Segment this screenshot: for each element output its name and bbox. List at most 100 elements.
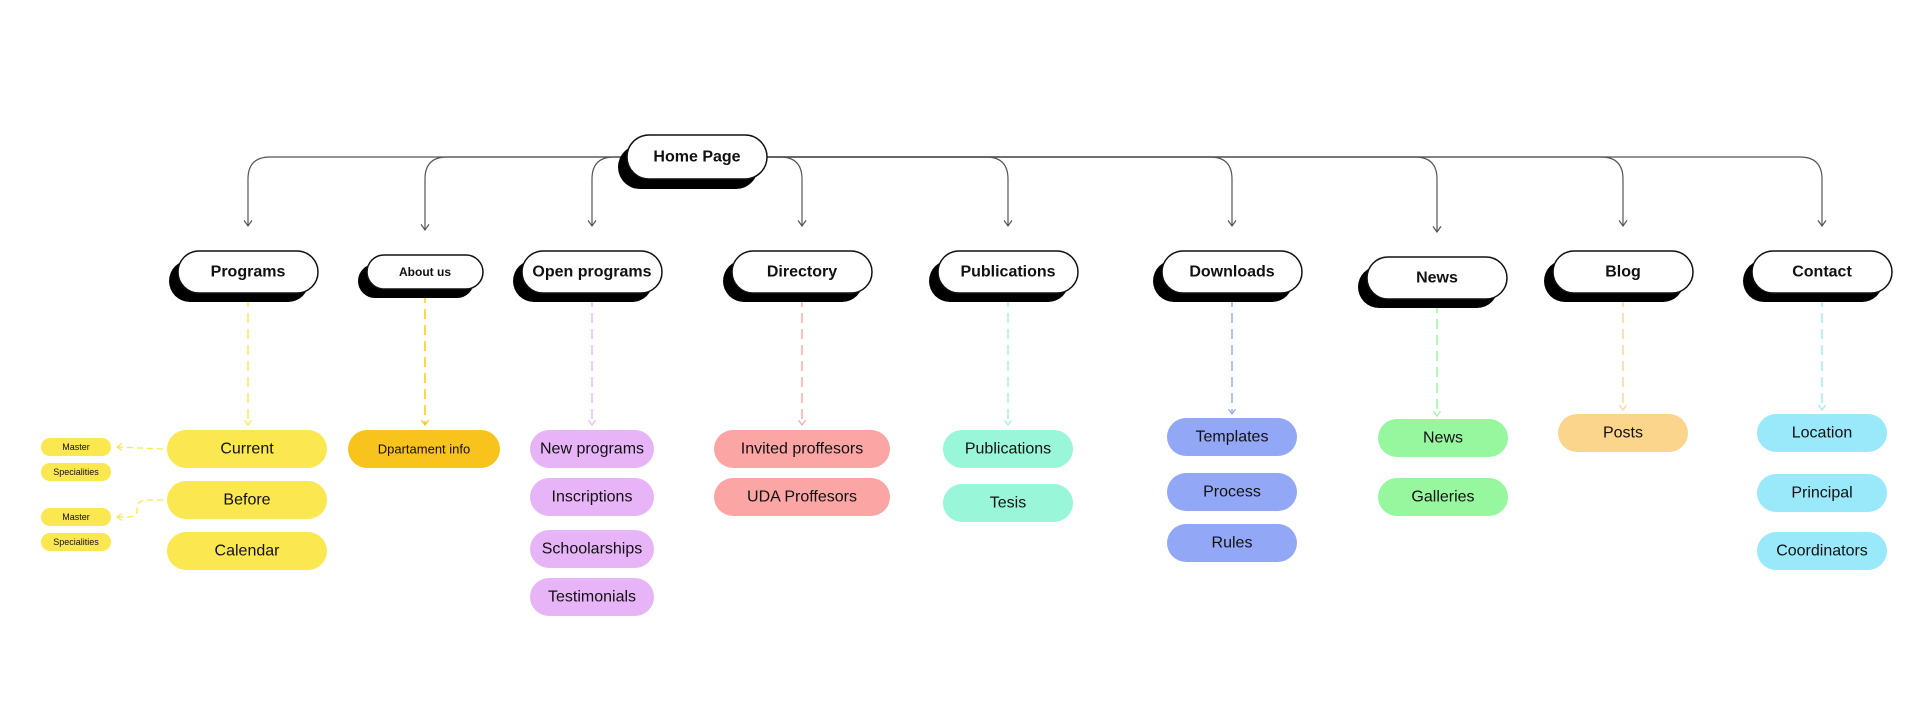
home-page-node[interactable]: Home Page [618,134,768,189]
leaf-label: Principal [1791,485,1852,502]
arrowhead [1003,220,1013,228]
section-node-contact[interactable]: Contact [1743,250,1893,302]
leaf-pill [1378,478,1508,516]
section-node-publications[interactable]: Publications [929,250,1079,302]
leaf-news-1[interactable]: Galleries [1378,478,1508,516]
leaf-label: Current [220,441,274,458]
leaf-pill [943,484,1073,522]
arrowhead [244,419,252,427]
leaf-label: Calendar [215,543,281,560]
section-label-downloads: Downloads [1189,264,1274,281]
leaf-label: UDA Proffesors [747,489,857,506]
leaf-pill [530,530,654,568]
leaf-pill [943,430,1073,468]
leaf-contact-0[interactable]: Location [1757,414,1887,452]
leaf-programs-2[interactable]: Calendar [167,532,327,570]
node-body [177,250,319,294]
leaf-publications-0[interactable]: Publications [943,430,1073,468]
leaf-programs-0[interactable]: Current [167,430,327,468]
leaf-label: Location [1792,425,1853,442]
section-label-directory: Directory [767,264,837,281]
leaf-pill [714,478,890,516]
sub-connector [116,446,164,450]
section-node-about-us[interactable]: About us [358,254,484,298]
leaf-pill [714,430,890,468]
arrowhead [115,443,123,451]
arrowhead [243,220,253,228]
leaf-about-us-0[interactable]: Dpartament info [348,430,500,468]
section-label-publications: Publications [960,264,1055,281]
connector-contact [757,156,1823,226]
arrowhead [1618,220,1628,228]
leaf-open-programs-1[interactable]: Inscriptions [530,478,654,516]
node-body [1366,256,1508,300]
leaf-label: Rules [1212,535,1253,552]
arrowhead [115,513,123,521]
leaf-open-programs-3[interactable]: Testimonials [530,578,654,616]
connector-publications [757,156,1009,226]
leaf-directory-1[interactable]: UDA Proffesors [714,478,890,516]
leaf-label: Invited proffesors [741,441,863,458]
section-node-programs[interactable]: Programs [169,250,319,302]
section-label-blog: Blog [1605,264,1641,281]
leaf-label: New programs [540,441,644,458]
connector-blog [757,156,1624,226]
leaf-label: Schoolarships [542,541,643,558]
sub-leaf-1-0[interactable]: Master [41,508,111,526]
sub-leaf-0-0[interactable]: Master [41,438,111,456]
node-body [521,250,663,294]
leaf-pill [1167,524,1297,562]
section-node-downloads[interactable]: Downloads [1153,250,1303,302]
leaf-downloads-1[interactable]: Process [1167,473,1297,511]
node-body [731,250,873,294]
leaf-pill [167,532,327,570]
arrowhead [420,224,430,232]
node-body [1751,250,1893,294]
arrowhead [1432,226,1442,234]
leaf-label: Posts [1603,425,1643,442]
leaf-news-0[interactable]: News [1378,419,1508,457]
leaf-label: Galleries [1411,489,1474,506]
leaf-programs-1[interactable]: Before [167,481,327,519]
section-node-blog[interactable]: Blog [1544,250,1694,302]
arrowhead [1227,220,1237,228]
sub-leaf-label: Master [62,442,90,452]
arrowhead [588,419,596,427]
leaf-directory-0[interactable]: Invited proffesors [714,430,890,468]
leaf-pill [167,430,327,468]
sub-leaf-0-1[interactable]: Specialities [41,463,111,481]
leaf-downloads-0[interactable]: Templates [1167,418,1297,456]
leaf-label: Dpartament info [378,442,471,457]
leaf-open-programs-2[interactable]: Schoolarships [530,530,654,568]
node-body [626,134,768,180]
section-label-programs: Programs [211,264,286,281]
leaf-pill [1757,414,1887,452]
leaf-blog-0[interactable]: Posts [1558,414,1688,452]
leaf-pill [1757,474,1887,512]
leaf-contact-2[interactable]: Coordinators [1757,532,1887,570]
node-body [937,250,1079,294]
section-label-open-programs: Open programs [532,264,651,281]
leaf-pill [1167,418,1297,456]
sub-leaf-pill [41,533,111,551]
arrowhead [1004,419,1012,427]
node-layer: Home PageProgramsCurrentMasterSpecialiti… [41,134,1893,616]
leaf-label: Publications [965,441,1051,458]
leaf-pill [530,578,654,616]
leaf-pill [530,430,654,468]
leaf-pill [530,478,654,516]
leaf-publications-1[interactable]: Tesis [943,484,1073,522]
leaf-downloads-2[interactable]: Rules [1167,524,1297,562]
leaf-pill [1378,419,1508,457]
section-node-directory[interactable]: Directory [723,250,873,302]
section-label-news: News [1416,270,1458,287]
connector-news [757,156,1438,232]
section-node-open-programs[interactable]: Open programs [513,250,663,302]
connector-layer [115,156,1827,521]
leaf-open-programs-0[interactable]: New programs [530,430,654,468]
sub-leaf-1-1[interactable]: Specialities [41,533,111,551]
section-node-news[interactable]: News [1358,256,1508,308]
leaf-contact-1[interactable]: Principal [1757,474,1887,512]
connector-open-programs [591,156,637,226]
